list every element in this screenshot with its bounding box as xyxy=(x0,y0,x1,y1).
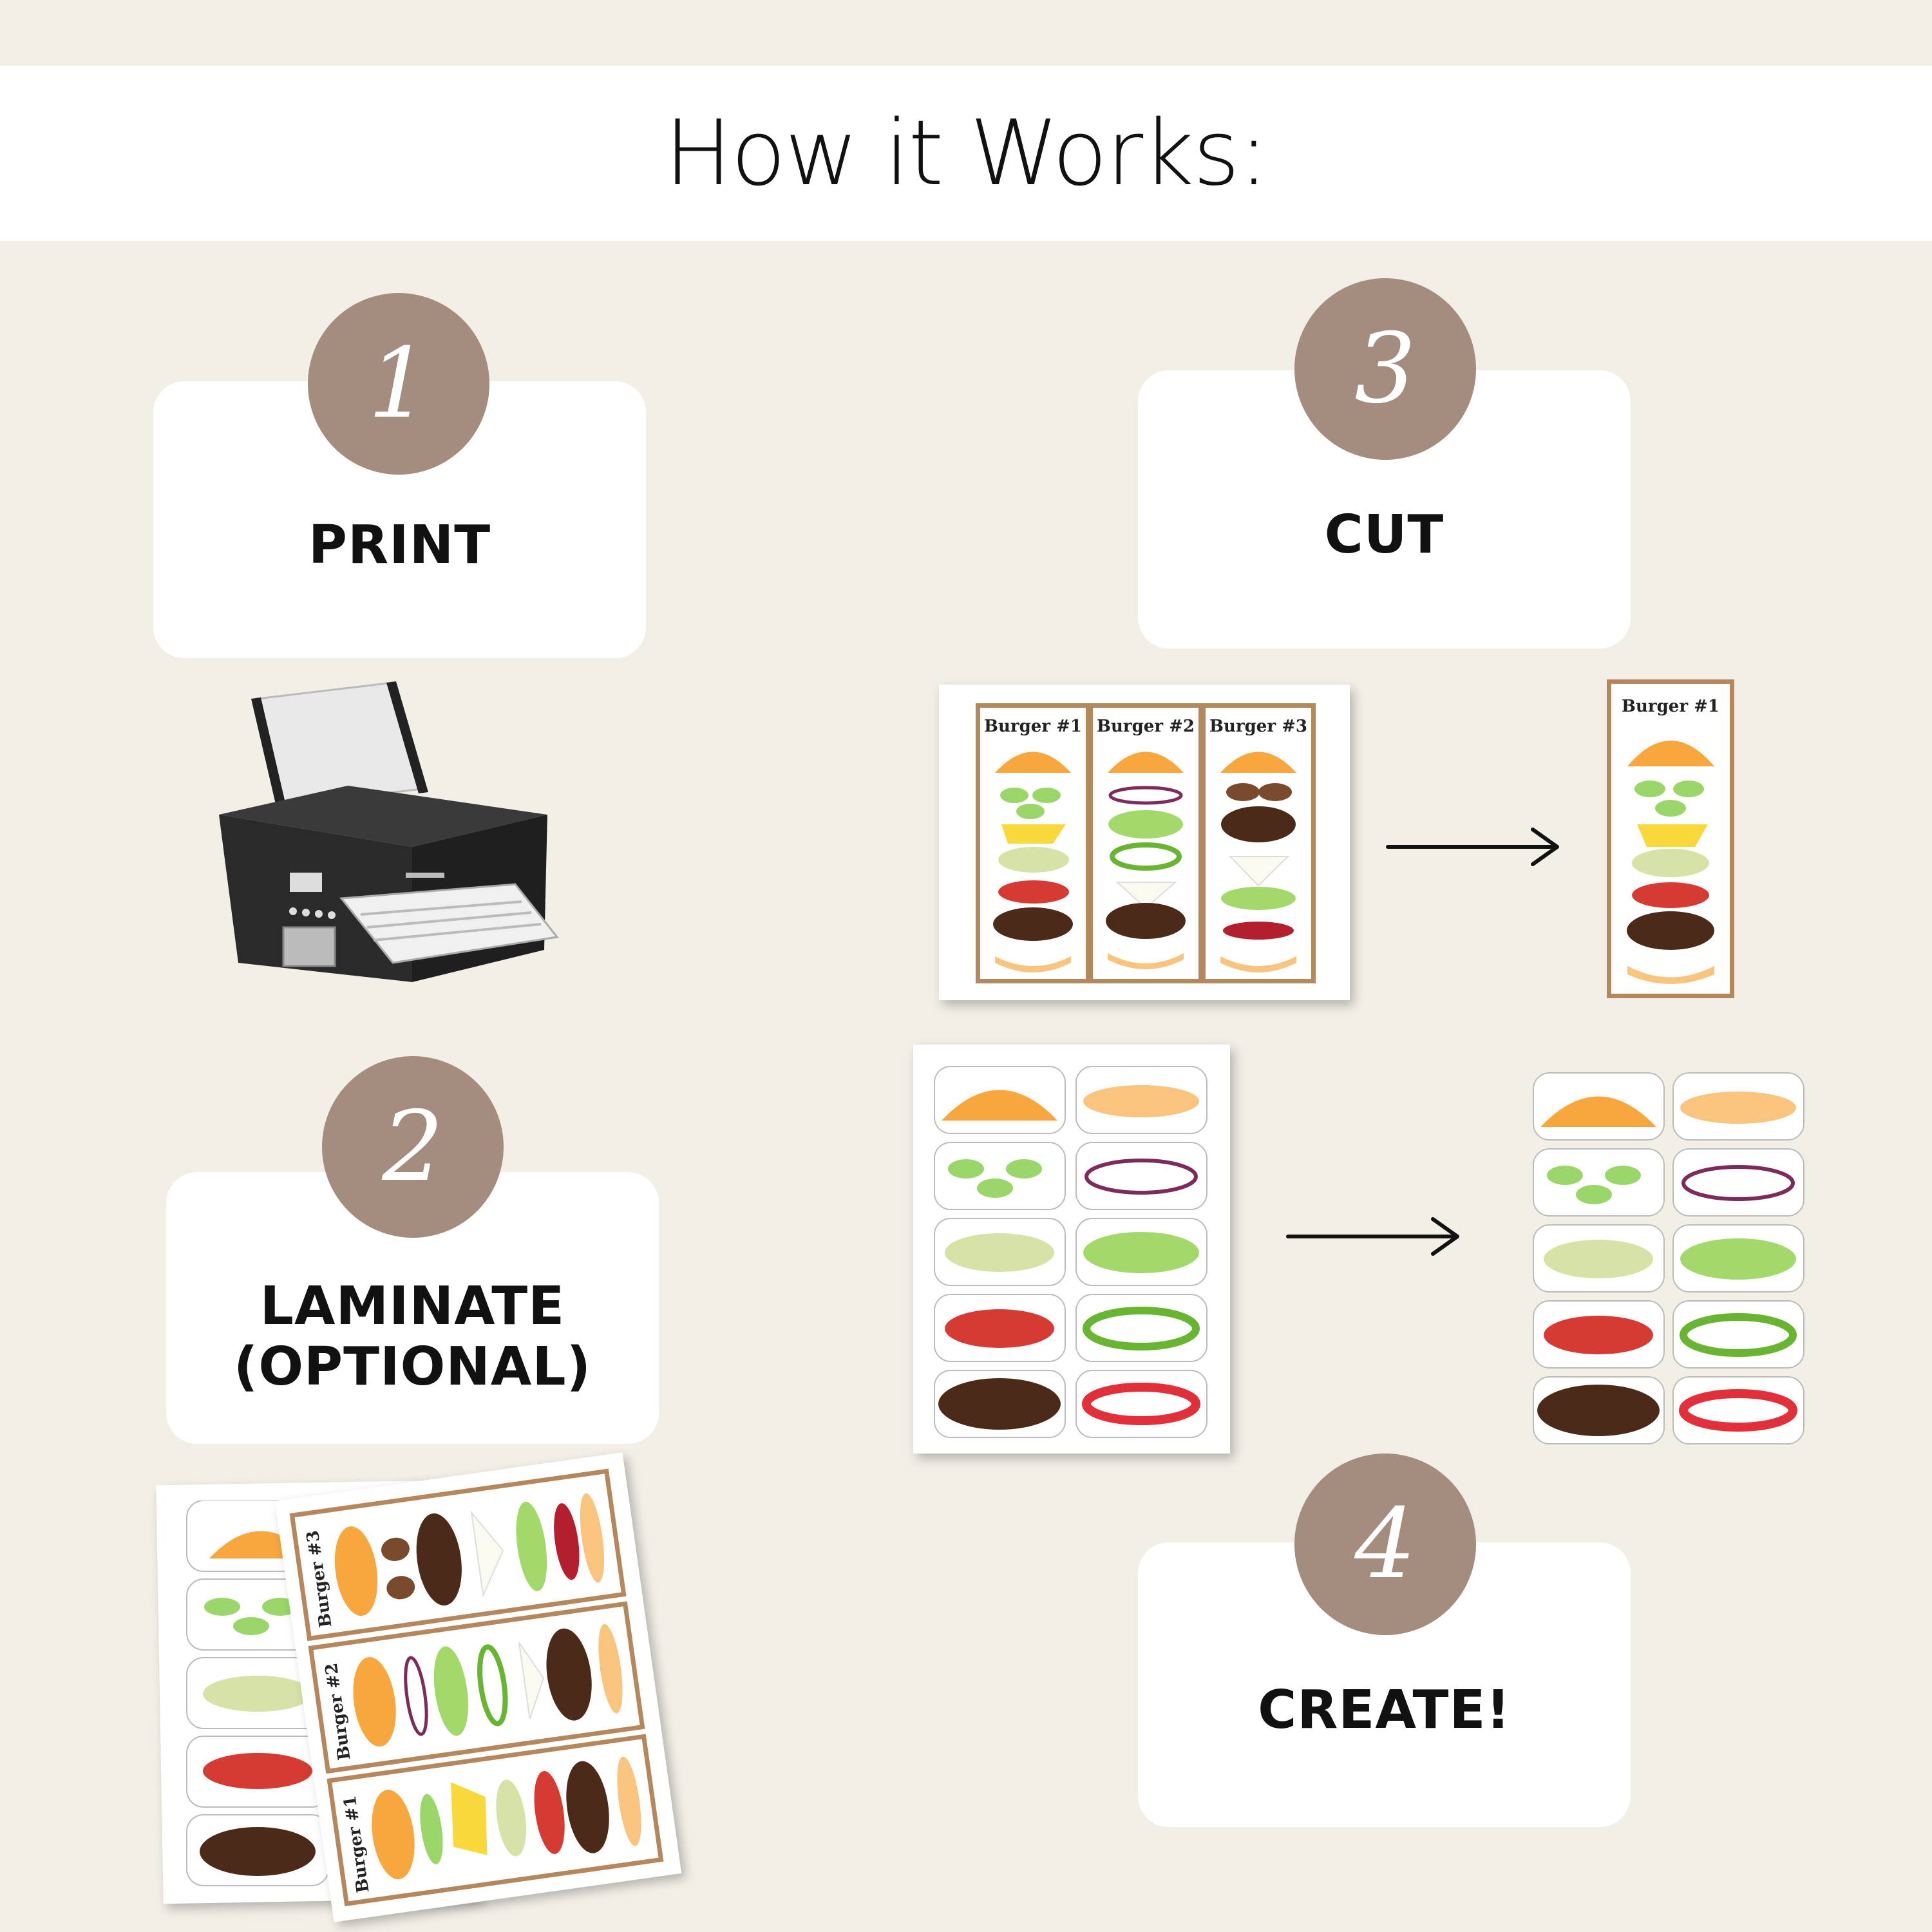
burger-strip-2-label: Burger #2 xyxy=(1097,717,1195,736)
arrow-right-icon xyxy=(1386,828,1559,866)
step-2-label: LAMINATE (OPTIONAL) xyxy=(233,1275,592,1397)
burger-strip-3-label: Burger #3 xyxy=(1209,717,1307,736)
step-1-circle: 1 xyxy=(308,293,489,475)
tile-onion xyxy=(1075,1142,1208,1210)
step-2-circle: 2 xyxy=(322,1056,504,1238)
tile-red-pepper xyxy=(1075,1370,1208,1438)
step-3-number: 3 xyxy=(1354,313,1416,425)
cut-tile-red-pepper xyxy=(1672,1376,1804,1444)
step-3-circle: 3 xyxy=(1294,278,1476,460)
laminated-burger-sheet: Burger #3 Burger #2 Burger #1 xyxy=(274,1452,682,1922)
laminated-burger-illustration xyxy=(334,1493,641,1880)
cut-burger-strip-label: Burger #1 xyxy=(1622,697,1719,716)
cut-ingredient-illustrations xyxy=(1537,1092,1797,1436)
step-4-number: 4 xyxy=(1354,1488,1416,1600)
step-1-number: 1 xyxy=(368,328,430,440)
page-title: How it Works: xyxy=(664,100,1269,206)
step-3-card: CUT xyxy=(1138,370,1631,649)
step-4-circle: 4 xyxy=(1294,1454,1476,1635)
cut-burger-illustration xyxy=(1627,741,1714,984)
step-4-label: CREATE! xyxy=(1258,1679,1511,1741)
burger-strips-illustration xyxy=(993,752,1296,972)
burger-strip-1-label: Burger #1 xyxy=(984,717,1082,736)
tile-green-pepper xyxy=(1075,1294,1208,1362)
arrow-right-icon-2 xyxy=(1286,1217,1459,1256)
cut-tile-green-pepper xyxy=(1672,1300,1804,1368)
cut-tile-onion xyxy=(1672,1148,1804,1217)
step-3-label: CUT xyxy=(1324,504,1444,565)
step-4-card: CREATE! xyxy=(1138,1542,1631,1827)
ingredient-illustrations xyxy=(938,1085,1200,1430)
printer-icon xyxy=(219,681,559,982)
step-1-label: PRINT xyxy=(308,514,491,576)
header-banner: How it Works: xyxy=(0,66,1932,241)
step-2-number: 2 xyxy=(382,1091,444,1203)
